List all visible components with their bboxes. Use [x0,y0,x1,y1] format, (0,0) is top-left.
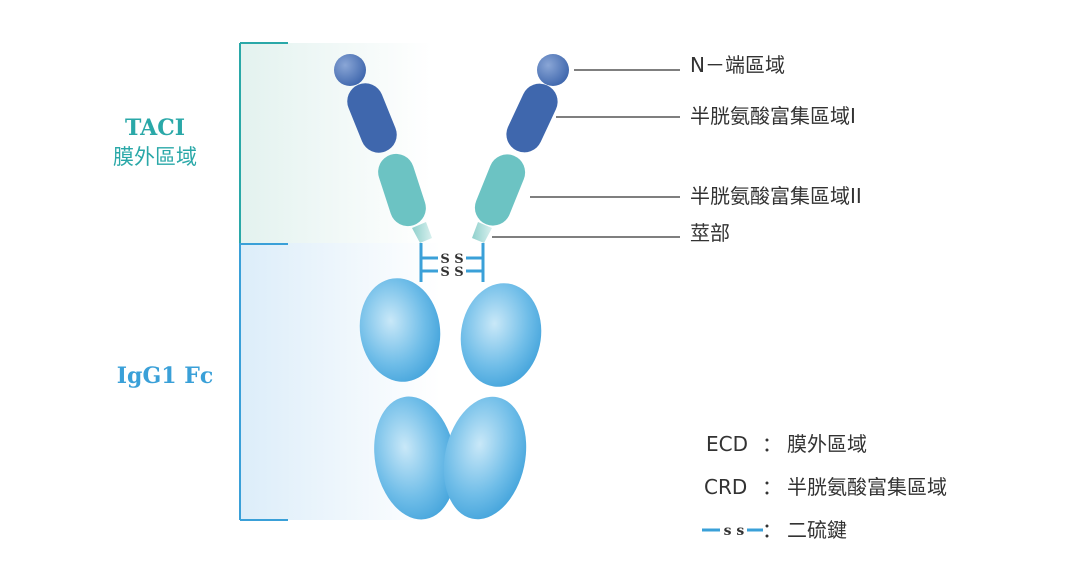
fc-ch2-left [359,278,441,382]
stalk-right [472,222,492,243]
legend-ecd-text: 膜外區域 [787,432,867,456]
crd1-right [506,83,558,153]
fc-ch2-right [460,283,542,387]
callout-lines [492,69,680,238]
legend-ss-sep: ： [762,518,782,542]
legend-ecd-abbr: ECD [706,432,748,456]
fc-ch3-right [443,396,527,520]
ss-mark-1: S S [440,252,463,267]
crd2-right [474,154,526,226]
callout-n-terminal: N－端區域 [690,53,785,77]
disulfide-bonds [419,243,485,282]
n-term-right [537,54,569,86]
legend-crd-text: 半胱氨酸富集區域 [787,475,947,499]
legend-ecd-sep: ： [762,432,782,456]
n-term-left [334,54,366,86]
stalk-left [412,222,432,243]
fc-ch3-left [374,396,456,520]
callout-stalk: 莖部 [690,221,730,245]
crd1-left [347,83,397,153]
ss-mark-2: S S [440,265,463,280]
fc-title: IgG1 Fc [117,363,213,389]
legend-crd-sep: ： [762,475,782,499]
legend-crd-abbr: CRD [704,475,747,499]
region-bracket [239,42,288,521]
taci-title: TACI [125,115,185,141]
callout-crd1: 半胱氨酸富集區域I [690,104,856,128]
legend-ss-text: 二硫鍵 [787,518,847,542]
callout-crd2: 半胱氨酸富集區域II [690,184,862,208]
taci-subtitle: 膜外區域 [113,145,197,169]
legend-ss-symbol: s s [724,523,745,539]
legend: ECD ： 膜外區域 CRD ： 半胱氨酸富集區域 s s ： 二硫鍵 [702,432,947,542]
crd2-left [378,153,426,227]
